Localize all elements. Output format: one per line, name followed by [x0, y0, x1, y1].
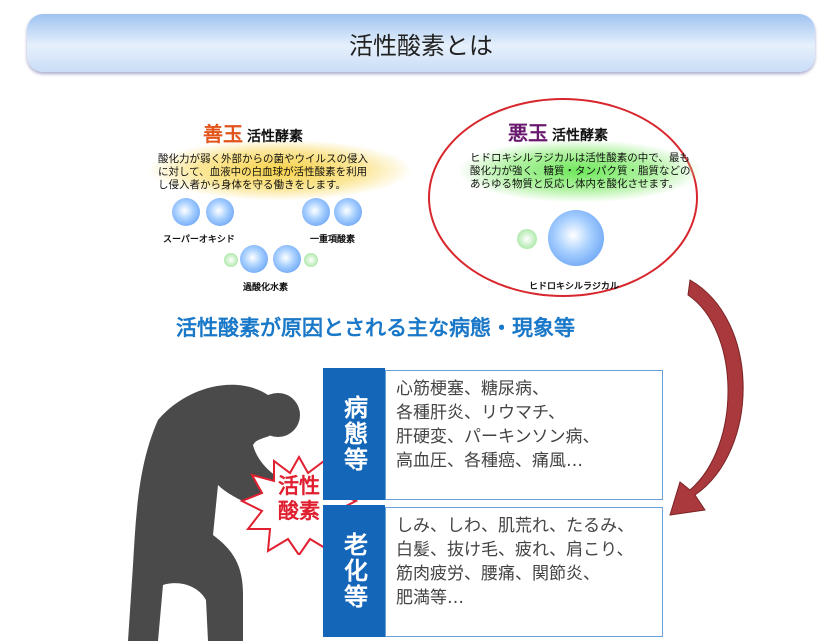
- good-glow: [150, 140, 410, 200]
- category-label-disease: 病態等: [323, 368, 385, 500]
- molecule-label: ヒドロキシルラジカル: [529, 282, 619, 292]
- badge-line: 酸素: [278, 499, 320, 523]
- good-label: 活性酵素: [247, 129, 303, 145]
- molecule-icon: [172, 198, 200, 226]
- category-box-aging: しみ、しわ、肌荒れ、たるみ、 白髪、抜け毛、疲れ、肩こり、 筋肉疲労、腰痛、関節…: [385, 507, 663, 637]
- molecule-icon: [517, 229, 537, 249]
- molecule-icon: [304, 253, 318, 267]
- bad-label: 活性酵素: [552, 128, 608, 144]
- molecule-label: スーパーオキシド: [163, 235, 235, 245]
- bad-glow: [460, 140, 700, 202]
- molecule-icon: [224, 253, 238, 267]
- molecule-label: 一重項酸素: [310, 235, 356, 245]
- section-heading: 活性酸素が原因とされる主な病態・現象等: [176, 316, 575, 340]
- molecule-icon: [206, 198, 234, 226]
- bad-description: ヒドロキシルラジカルは活性酸素の中で、最も 酸化力が強く、糖質・タンパク質・脂質…: [470, 152, 691, 190]
- molecule-icon: [273, 245, 301, 273]
- center-badge: 活性酸素: [268, 474, 330, 524]
- badge-line: 活性: [278, 474, 320, 498]
- good-prefix: 善玉: [203, 122, 243, 146]
- page-title: 活性酸素とは: [349, 31, 493, 60]
- bad-title: 悪玉活性酵素: [508, 117, 608, 146]
- curved-arrow-icon: [669, 279, 744, 516]
- title-banner: 活性酸素とは: [27, 14, 815, 72]
- bad-prefix: 悪玉: [508, 121, 548, 145]
- category-box-disease: 心筋梗塞、糖尿病、 各種肝炎、リウマチ、 肝硬変、パーキンソン病、 高血圧、各種…: [385, 370, 663, 500]
- molecule-icon: [548, 210, 604, 266]
- good-description: 酸化力が弱く外部からの菌やウイルスの侵入 に対して、血液中の白血球が活性酸素を利…: [158, 153, 368, 191]
- category-label-aging: 老化等: [323, 505, 385, 637]
- person-silhouette-icon: [128, 384, 308, 641]
- molecule-icon: [240, 245, 268, 273]
- molecule-icon: [334, 198, 362, 226]
- molecule-label: 過酸化水素: [243, 283, 289, 293]
- molecule-icon: [302, 198, 330, 226]
- good-title: 善玉活性酵素: [203, 118, 303, 147]
